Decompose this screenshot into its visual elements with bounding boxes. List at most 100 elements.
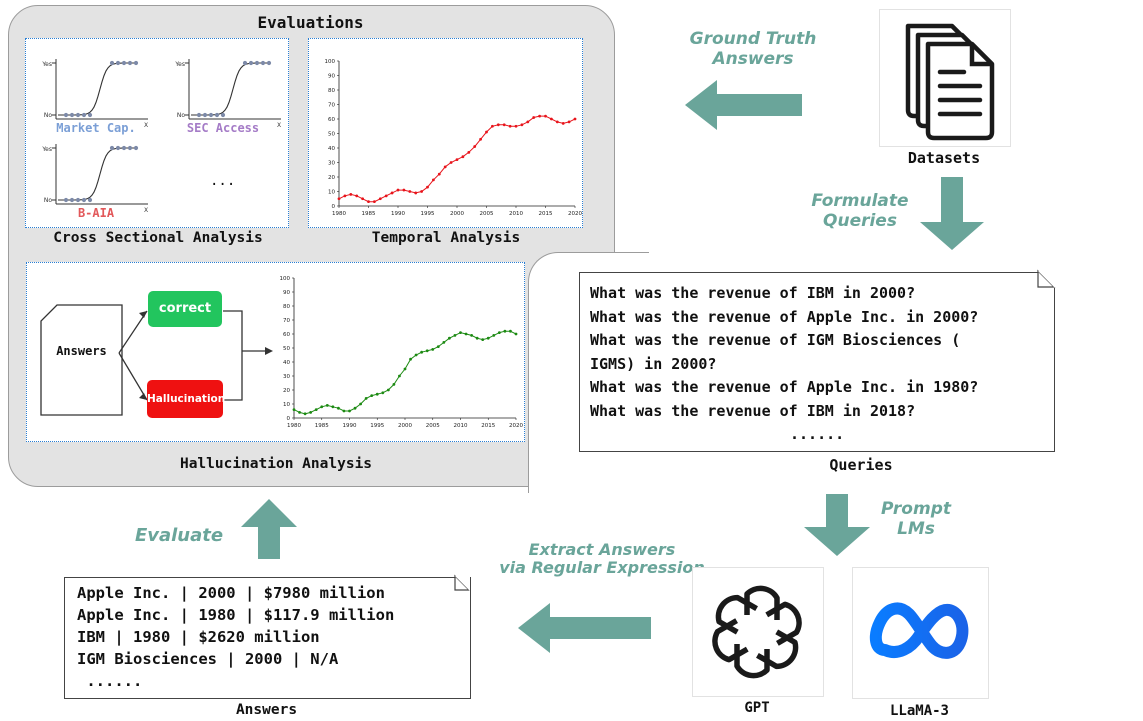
- yes-tick: Yes: [41, 146, 52, 153]
- data-point: [298, 411, 301, 414]
- x-tick-label: 1980: [332, 211, 346, 217]
- yes-tick: Yes: [41, 61, 52, 68]
- x-tick-label: 1990: [391, 211, 405, 217]
- data-point: [550, 117, 553, 121]
- data-point: [514, 332, 518, 336]
- flow-arrows: [241, 80, 984, 653]
- data-point: [384, 194, 388, 198]
- no-point: [75, 112, 81, 118]
- data-point: [353, 406, 357, 410]
- data-point: [370, 394, 374, 397]
- data-point: [520, 123, 524, 127]
- sec-access-label: SEC Access: [186, 121, 260, 135]
- y-tick-label: 60: [328, 117, 335, 123]
- data-point: [496, 123, 500, 127]
- y-tick-label: 0: [287, 416, 291, 422]
- yes-point: [109, 145, 115, 151]
- evaluate-label: Evaluate: [134, 525, 224, 546]
- ellipsis: ...: [210, 173, 236, 189]
- answers-corner-icon: [454, 574, 471, 591]
- x-tick-label: 2010: [454, 423, 468, 429]
- data-point: [573, 117, 577, 121]
- yes-point: [115, 60, 121, 66]
- data-point: [437, 172, 441, 176]
- data-point: [464, 332, 468, 336]
- data-point: [355, 194, 359, 198]
- query-line: What was the revenue of IBM in 2018?: [590, 401, 916, 420]
- extract-arrow: [518, 603, 651, 653]
- data-point: [348, 409, 351, 413]
- formulate-arrow: [920, 177, 984, 250]
- data-point: [392, 383, 396, 386]
- hallucination-title: Hallucination Analysis: [179, 456, 373, 472]
- yes-point: [127, 145, 133, 151]
- y-tick-label: 40: [283, 360, 290, 366]
- no-point: [87, 197, 93, 203]
- data-point: [373, 200, 376, 204]
- answer-line: Apple Inc. | 2000 | $7980 million: [77, 584, 385, 602]
- data-point: [378, 197, 382, 201]
- query-line: IGMS) in 2000?: [590, 354, 717, 373]
- no-point: [81, 197, 87, 203]
- data-point: [497, 331, 501, 334]
- y-tick-label: 80: [328, 88, 335, 94]
- answers-document-icon: [40, 304, 123, 416]
- data-point: [337, 197, 341, 201]
- query-line: What was the revenue of IBM in 2000?: [590, 284, 916, 302]
- data-point: [448, 336, 451, 340]
- data-point: [470, 334, 473, 337]
- yes-point: [133, 145, 139, 151]
- temporal-title: Temporal Analysis: [371, 230, 521, 246]
- data-point: [514, 124, 518, 128]
- x-tick-label: 2010: [509, 211, 523, 217]
- answer-line: IGM Biosciences | 2000 | N/A: [77, 650, 339, 668]
- data-point: [420, 350, 424, 354]
- data-point: [492, 334, 496, 337]
- x-tick-label: 2005: [480, 211, 494, 217]
- no-tick: No: [44, 197, 52, 204]
- x-tick-label: 1995: [421, 211, 435, 217]
- datasets-tile: [879, 9, 1011, 147]
- yes-point: [266, 60, 272, 66]
- answer-line: IBM | 1980 | $2620 million: [77, 628, 320, 646]
- data-point: [342, 409, 346, 413]
- evaluations-title: Evaluations: [257, 13, 364, 32]
- logo-petal: [756, 629, 799, 670]
- data-point: [375, 392, 379, 396]
- x-tick-label: 2020: [509, 423, 523, 429]
- data-point: [292, 408, 296, 411]
- ground-truth-label: Ground Truth Answers: [689, 29, 817, 69]
- data-point: [509, 329, 512, 333]
- evaluate-arrow: [241, 499, 297, 559]
- yes-point: [109, 60, 115, 66]
- queries-label: Queries: [829, 456, 893, 474]
- data-point: [367, 200, 370, 204]
- x-tick-label: 2020: [568, 211, 582, 217]
- data-point: [449, 161, 453, 164]
- y-tick-label: 90: [328, 74, 335, 80]
- x-tick-label: 1985: [362, 211, 376, 217]
- queries-document: What was the revenue of IBM in 2000? What…: [579, 272, 1055, 452]
- no-point: [202, 112, 208, 118]
- data-point: [409, 357, 412, 361]
- yes-point: [127, 60, 133, 66]
- answer-line: Apple Inc. | 1980 | $117.9 million: [77, 606, 395, 624]
- page-corner-icon: [1037, 269, 1056, 288]
- x-tick-label: 2000: [398, 423, 412, 429]
- gpt-label: GPT: [744, 700, 770, 716]
- x-tick-label: 1980: [287, 423, 301, 429]
- yes-point: [260, 60, 266, 66]
- data-point: [386, 388, 390, 392]
- yes-point: [254, 60, 260, 66]
- no-point: [69, 197, 75, 203]
- x-tick-label: 1985: [315, 423, 329, 429]
- y-tick-label: 50: [283, 346, 290, 352]
- data-point: [425, 349, 429, 353]
- x-tick-label: 1995: [370, 423, 384, 429]
- datasets-icon: [905, 23, 995, 141]
- y-tick-label: 60: [283, 332, 290, 338]
